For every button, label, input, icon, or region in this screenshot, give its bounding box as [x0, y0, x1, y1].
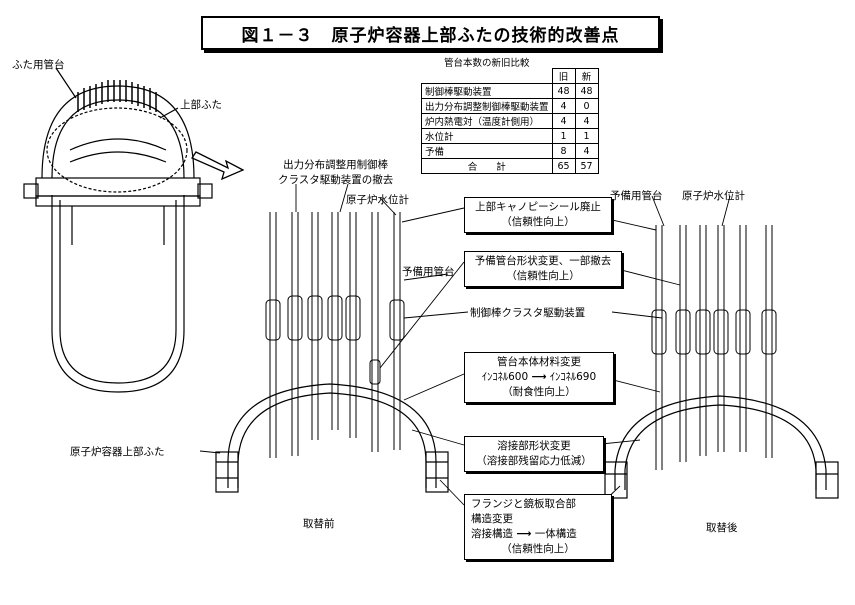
callout-flange-structure: フランジと鏡板取合部 構造変更 溶接構造 ⟶ 一体構造 （信頼性向上）	[464, 494, 612, 560]
label-crdm: 制御棒クラスタ駆動装置	[470, 307, 586, 319]
nozzle-count-table: 旧 新 制御棒駆動装置 48 48 出力分布調整制御棒駆動装置 4 0 炉内熱電…	[421, 68, 599, 174]
table-row: 制御棒駆動装置 48 48	[421, 83, 599, 99]
label-spare-nozzle-after: 予備用管台	[610, 190, 663, 202]
header-old: 旧	[551, 68, 576, 84]
table-caption: 管台本数の新旧比較	[444, 58, 530, 69]
label-nozzles: ふた用管台	[12, 59, 65, 71]
caption-before: 取替前	[303, 518, 335, 530]
label-spare-nozzle-before: 予備用管台	[402, 266, 455, 278]
callout-weld-shape: 溶接部形状変更 （溶接部残留応力低減）	[464, 436, 604, 472]
table-total-row: 合 計 65 57	[421, 158, 599, 174]
label-level-gauge-before: 原子炉水位計	[346, 194, 409, 206]
callout-canopy-seal: 上部キャノピーシール廃止 （信頼性向上）	[464, 197, 612, 233]
caption-after: 取替後	[706, 522, 738, 534]
label-level-gauge-after: 原子炉水位計	[682, 190, 745, 202]
callout-material-change: 管台本体材料変更 ｲﾝｺﾈﾙ600 ⟶ ｲﾝｺﾈﾙ690 （耐食性向上）	[464, 352, 614, 403]
label-cluster-removal: 出力分布調整用制御棒 クラスタ駆動装置の撤去	[278, 159, 394, 186]
callout-spare-nozzle: 予備管台形状変更、一部撤去 （信頼性向上）	[464, 251, 622, 287]
head-before-drawing	[215, 212, 449, 493]
header-new: 新	[574, 68, 599, 84]
table-row: 炉内熱電対（温度計側用） 4 4	[421, 113, 599, 129]
head-after-drawing	[604, 225, 839, 499]
table-row: 予備 8 4	[421, 143, 599, 159]
table-row: 水位計 1 1	[421, 128, 599, 144]
page-title: 図１－３ 原子炉容器上部ふたの技術的改善点	[201, 16, 660, 50]
label-upper-head: 上部ふた	[180, 99, 222, 111]
label-vessel-head: 原子炉容器上部ふた	[70, 446, 165, 458]
table-row: 出力分布調整制御棒駆動装置 4 0	[421, 98, 599, 114]
reactor-vessel-overview	[23, 67, 213, 393]
